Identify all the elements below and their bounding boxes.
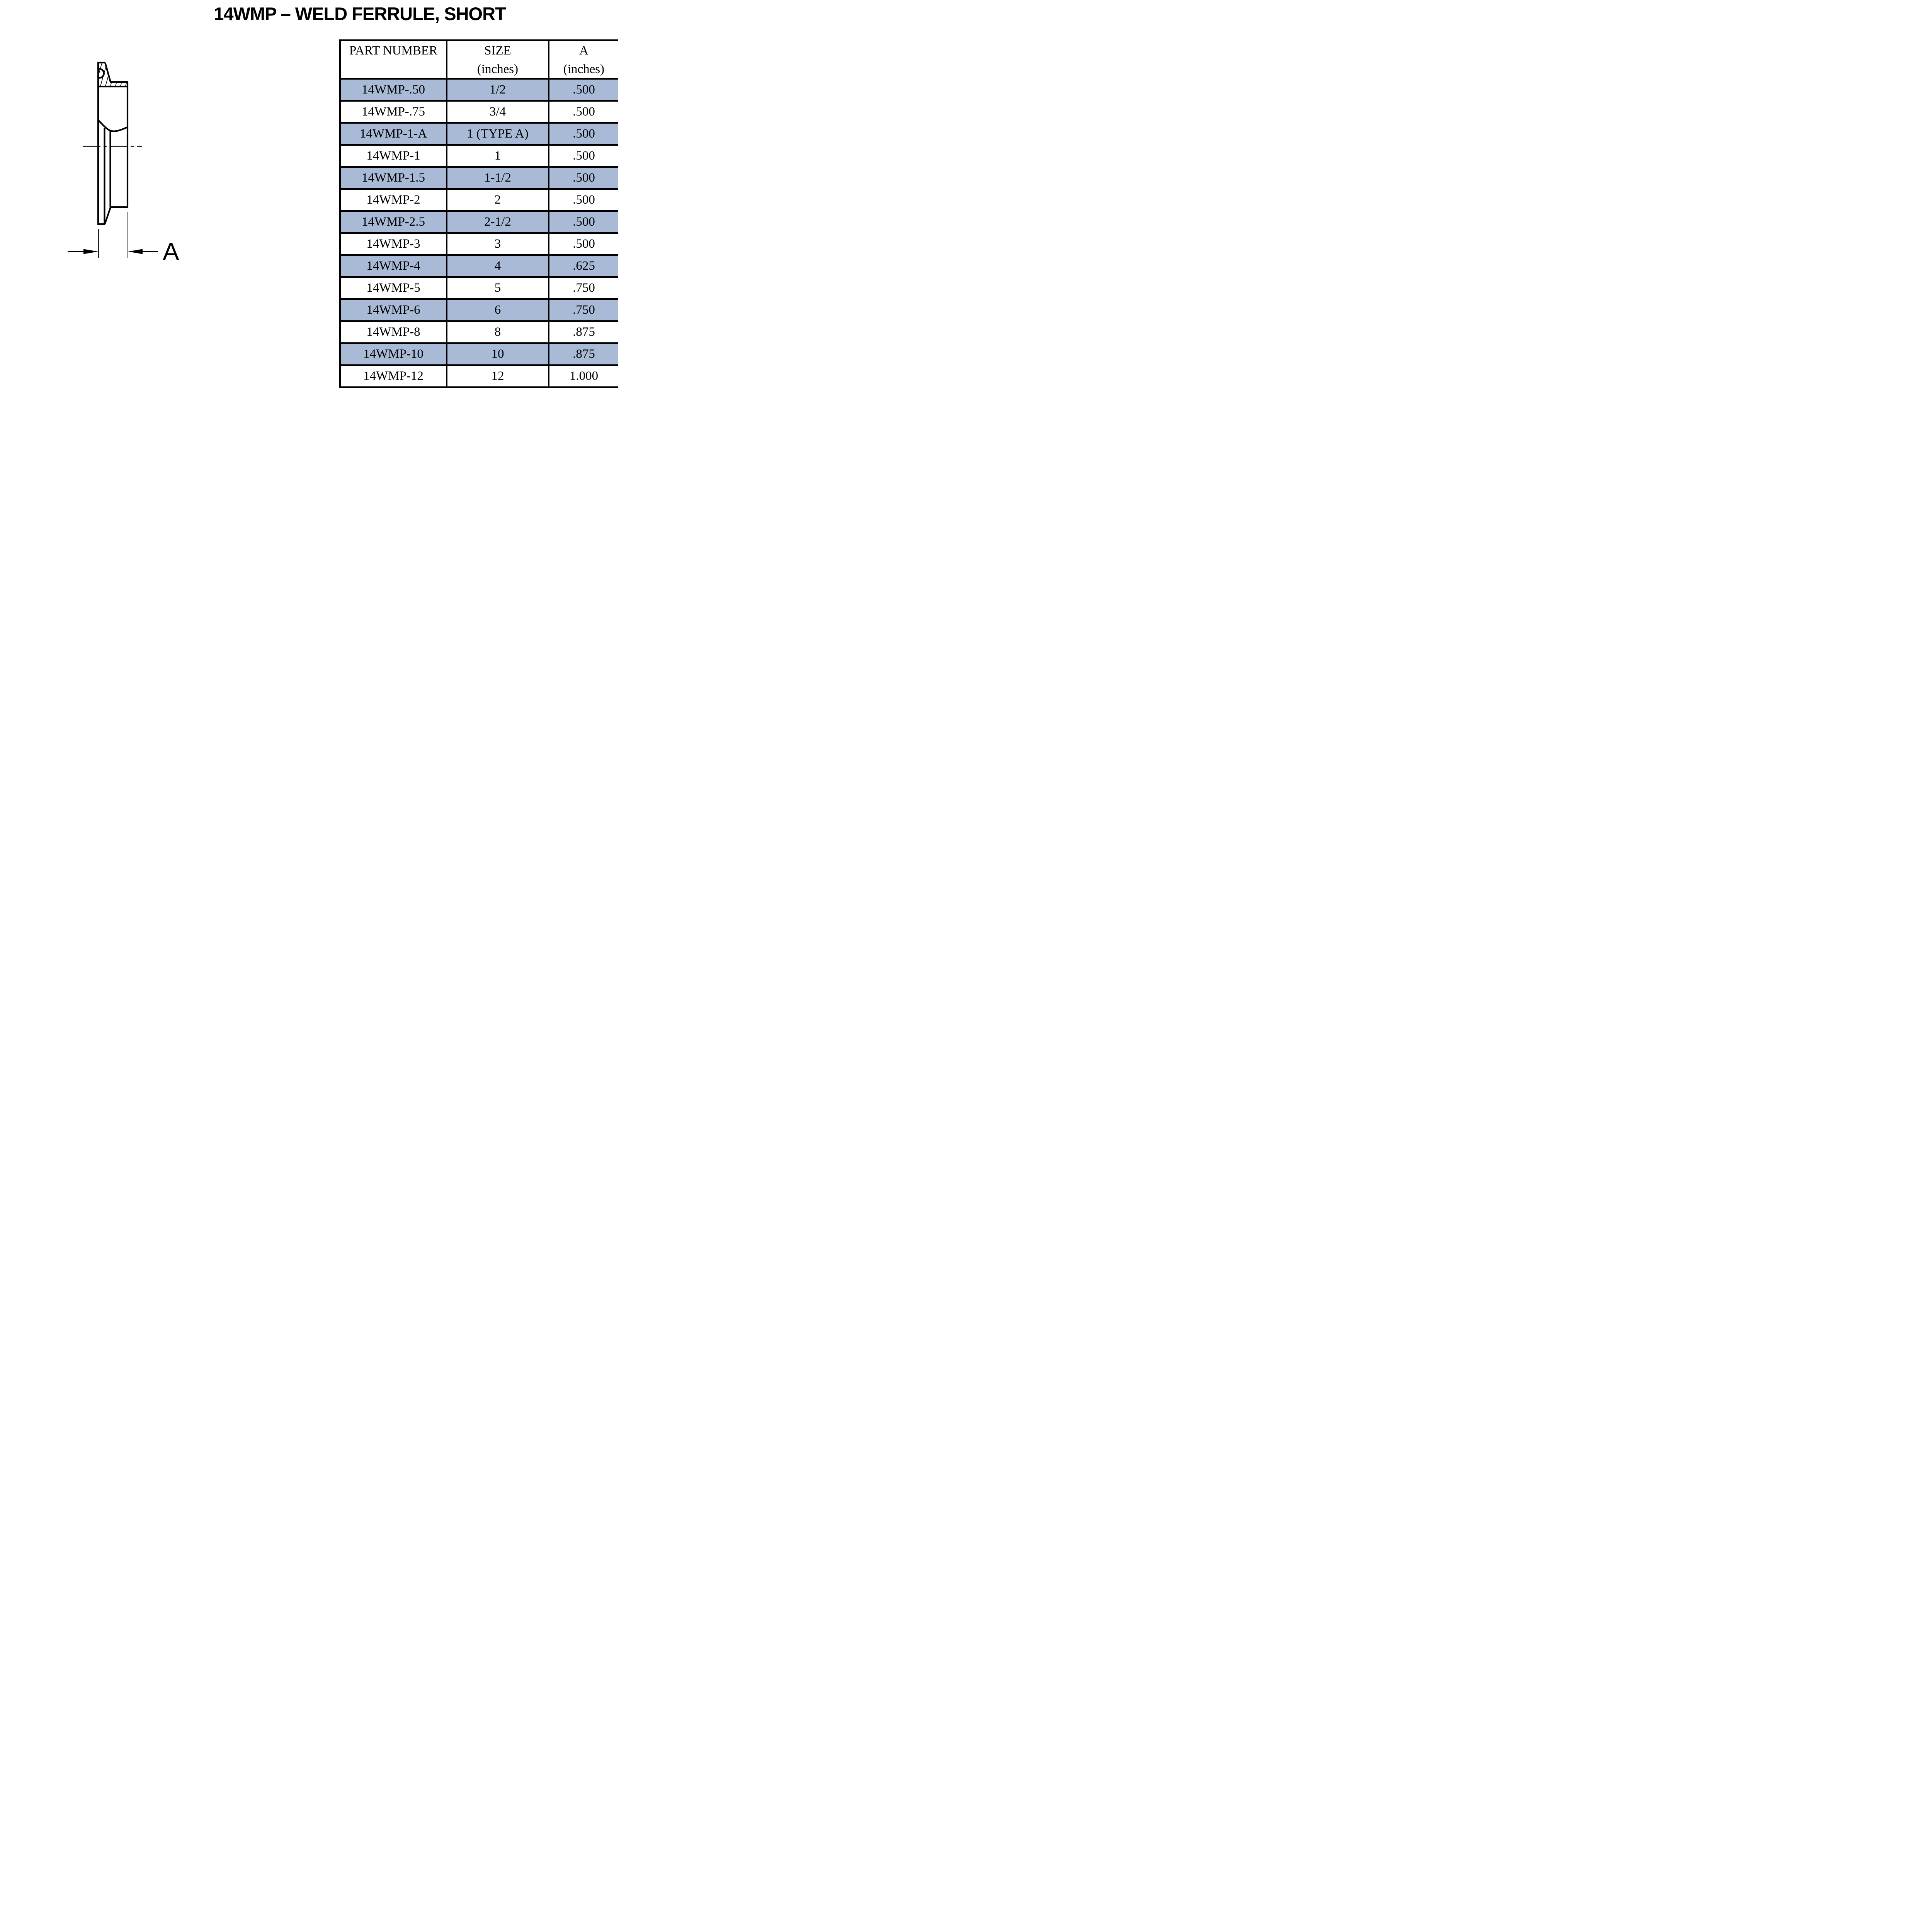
part-number-cell: 14WMP-5 <box>339 276 447 300</box>
a-cell: .500 <box>548 144 618 168</box>
header-a: A (inches) <box>548 39 618 80</box>
size-cell: 2 <box>446 188 549 212</box>
table-row: 14WMP-.75 3/4 .500 <box>339 100 618 124</box>
a-cell: .750 <box>548 298 618 322</box>
a-cell: .625 <box>548 254 618 278</box>
a-cell: .500 <box>548 166 618 190</box>
a-cell: .500 <box>548 100 618 124</box>
table-row: 14WMP-3 3 .500 <box>339 232 618 256</box>
a-cell: .500 <box>548 188 618 212</box>
table-header-row: PART NUMBER SIZE (inches) A (inches) <box>339 39 618 80</box>
arrow-left-icon <box>128 249 143 254</box>
part-number-cell: 14WMP-8 <box>339 320 447 344</box>
table-row: 14WMP-12 12 1.000 <box>339 364 618 388</box>
table-row: 14WMP-1 1 .500 <box>339 144 618 168</box>
size-cell: 1 (TYPE A) <box>446 122 549 146</box>
part-number-cell: 14WMP-2 <box>339 188 447 212</box>
table-row: 14WMP-5 5 .750 <box>339 276 618 300</box>
table-row: 14WMP-4 4 .625 <box>339 254 618 278</box>
part-number-cell: 14WMP-3 <box>339 232 447 256</box>
a-cell: .750 <box>548 276 618 300</box>
a-cell: 1.000 <box>548 364 618 388</box>
size-cell: 3 <box>446 232 549 256</box>
size-cell: 2-1/2 <box>446 210 549 234</box>
a-cell: .500 <box>548 232 618 256</box>
size-cell: 8 <box>446 320 549 344</box>
header-size: SIZE (inches) <box>446 39 549 80</box>
a-cell: .875 <box>548 320 618 344</box>
arrow-right-icon <box>83 249 99 254</box>
size-cell: 4 <box>446 254 549 278</box>
dimension-label: A <box>163 238 179 265</box>
part-number-cell: 14WMP-6 <box>339 298 447 322</box>
part-number-cell: 14WMP-10 <box>339 342 447 366</box>
part-number-cell: 14WMP-1.5 <box>339 166 447 190</box>
size-cell: 12 <box>446 364 549 388</box>
extension-lines <box>98 212 128 258</box>
ferrule-drawing: A <box>68 61 179 265</box>
size-cell: 6 <box>446 298 549 322</box>
a-cell: .500 <box>548 122 618 146</box>
table-row: 14WMP-10 10 .875 <box>339 342 618 366</box>
hatch-lines <box>99 63 128 86</box>
table-row: 14WMP-2.5 2-1/2 .500 <box>339 210 618 234</box>
part-number-cell: 14WMP-.50 <box>339 78 447 102</box>
table-row: 14WMP-1.5 1-1/2 .500 <box>339 166 618 190</box>
a-cell: .500 <box>548 78 618 102</box>
spec-table: PART NUMBER SIZE (inches) A (inches) 14W… <box>339 39 618 388</box>
part-number-cell: 14WMP-.75 <box>339 100 447 124</box>
size-cell: 3/4 <box>446 100 549 124</box>
size-cell: 1/2 <box>446 78 549 102</box>
ferrule-outline <box>97 61 129 225</box>
table-row: 14WMP-.50 1/2 .500 <box>339 78 618 102</box>
size-cell: 1 <box>446 144 549 168</box>
a-cell: .500 <box>548 210 618 234</box>
table-row: 14WMP-2 2 .500 <box>339 188 618 212</box>
a-cell: .875 <box>548 342 618 366</box>
part-number-cell: 14WMP-4 <box>339 254 447 278</box>
part-number-cell: 14WMP-2.5 <box>339 210 447 234</box>
size-cell: 10 <box>446 342 549 366</box>
catalog-page: 14WMP – WELD FERRULE, SHORT <box>0 0 618 398</box>
header-part-number: PART NUMBER <box>339 39 447 80</box>
size-cell: 5 <box>446 276 549 300</box>
dimension-arrows <box>68 249 158 254</box>
table-row: 14WMP-6 6 .750 <box>339 298 618 322</box>
table-row: 14WMP-1-A 1 (TYPE A) .500 <box>339 122 618 146</box>
part-number-cell: 14WMP-1 <box>339 144 447 168</box>
size-cell: 1-1/2 <box>446 166 549 190</box>
page-title: 14WMP – WELD FERRULE, SHORT <box>214 3 506 24</box>
table-row: 14WMP-8 8 .875 <box>339 320 618 344</box>
part-number-cell: 14WMP-1-A <box>339 122 447 146</box>
part-number-cell: 14WMP-12 <box>339 364 447 388</box>
